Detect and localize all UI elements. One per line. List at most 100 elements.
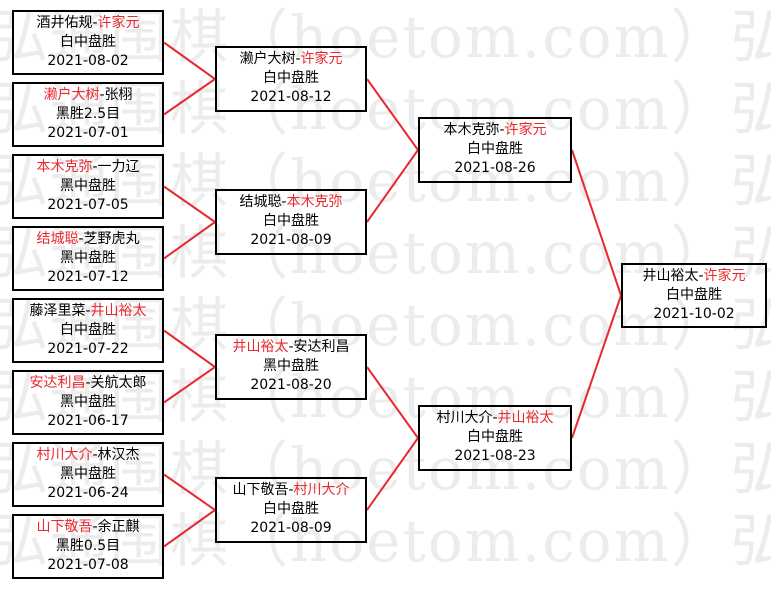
match-date: 2021-10-02 bbox=[653, 306, 735, 322]
match-box: 山下敬吾-余正麒黑胜0.5目 2021-07-08 bbox=[12, 514, 164, 579]
match-date: 2021-08-02 bbox=[47, 53, 129, 69]
match-result: 黑中盘胜 bbox=[263, 358, 319, 374]
match-players: 安达利昌-关航太郎 bbox=[14, 374, 162, 393]
bracket-connector bbox=[163, 509, 216, 548]
bracket-connector bbox=[366, 149, 419, 223]
player-black: 本木克弥 bbox=[443, 122, 500, 138]
match-result: 黑中盘胜 bbox=[60, 394, 116, 410]
player-white: 本木克弥 bbox=[286, 194, 343, 210]
match-date: 2021-06-17 bbox=[47, 413, 129, 429]
player-black: 结城聪 bbox=[36, 231, 79, 247]
match-players: 濑户大树-张栩 bbox=[14, 86, 162, 105]
player-white: 安达利昌 bbox=[293, 339, 350, 355]
match-players: 濑户大树-许家元 bbox=[217, 50, 365, 69]
match-date: 2021-07-08 bbox=[47, 557, 129, 573]
bracket-connector bbox=[163, 473, 216, 511]
bracket-connector bbox=[366, 366, 419, 439]
match-date: 2021-07-05 bbox=[47, 197, 129, 213]
player-separator: - bbox=[698, 268, 704, 284]
player-black: 井山裕太 bbox=[642, 268, 699, 284]
match-result: 黑中盘胜 bbox=[60, 250, 116, 266]
player-black: 濑户大树 bbox=[239, 51, 296, 67]
match-result: 白中盘胜 bbox=[467, 141, 523, 157]
player-separator: - bbox=[92, 15, 98, 31]
match-box: 井山裕太-安达利昌黑中盘胜 2021-08-20 bbox=[215, 334, 367, 400]
player-white: 村川大介 bbox=[293, 482, 350, 498]
match-players: 山下敬吾-村川大介 bbox=[217, 481, 365, 500]
match-result: 白中盘胜 bbox=[666, 287, 722, 303]
player-white: 许家元 bbox=[703, 268, 746, 284]
player-separator: - bbox=[295, 51, 301, 67]
match-date: 2021-08-20 bbox=[250, 377, 332, 393]
match-players: 本木克弥-许家元 bbox=[420, 121, 570, 140]
bracket-connector bbox=[163, 366, 216, 404]
match-date: 2021-08-09 bbox=[250, 520, 332, 536]
player-separator: - bbox=[85, 303, 91, 319]
player-separator: - bbox=[85, 375, 91, 391]
match-result: 黑中盘胜 bbox=[60, 466, 116, 482]
match-date: 2021-08-26 bbox=[454, 160, 536, 176]
bracket-connector bbox=[163, 78, 216, 116]
player-separator: - bbox=[288, 339, 294, 355]
match-players: 本木克弥-一力辽 bbox=[14, 158, 162, 177]
match-result: 白中盘胜 bbox=[263, 501, 319, 517]
player-white: 许家元 bbox=[504, 122, 547, 138]
bracket-connector bbox=[163, 41, 216, 80]
bracket-connector bbox=[571, 295, 622, 439]
player-separator: - bbox=[499, 122, 505, 138]
player-black: 山下敬吾 bbox=[232, 482, 289, 498]
match-date: 2021-07-12 bbox=[47, 269, 129, 285]
player-separator: - bbox=[78, 231, 84, 247]
match-players: 结城聪-芝野虎丸 bbox=[14, 230, 162, 249]
match-players: 井山裕太-许家元 bbox=[623, 267, 765, 286]
bracket-connector bbox=[571, 149, 622, 296]
player-separator: - bbox=[92, 159, 98, 175]
player-black: 山下敬吾 bbox=[36, 519, 93, 535]
bracket-connector bbox=[163, 221, 216, 260]
player-black: 村川大介 bbox=[436, 410, 493, 426]
player-white: 一力辽 bbox=[97, 159, 140, 175]
player-black: 本木克弥 bbox=[36, 159, 93, 175]
match-date: 2021-08-12 bbox=[250, 89, 332, 105]
player-white: 林汉杰 bbox=[97, 447, 140, 463]
match-players: 结城聪-本木克弥 bbox=[217, 193, 365, 212]
player-white: 井山裕太 bbox=[497, 410, 554, 426]
player-separator: - bbox=[92, 519, 98, 535]
player-black: 井山裕太 bbox=[232, 339, 289, 355]
player-white: 关航太郎 bbox=[90, 375, 147, 391]
player-black: 结城聪 bbox=[239, 194, 282, 210]
player-black: 濑户大树 bbox=[43, 87, 100, 103]
player-separator: - bbox=[99, 87, 105, 103]
bracket-connector bbox=[163, 185, 216, 223]
player-black: 安达利昌 bbox=[29, 375, 86, 391]
player-white: 余正麒 bbox=[97, 519, 140, 535]
match-result: 白中盘胜 bbox=[60, 34, 116, 50]
match-result: 黑胜2.5目 bbox=[55, 106, 121, 122]
player-separator: - bbox=[288, 482, 294, 498]
player-white: 许家元 bbox=[300, 51, 343, 67]
match-result: 白中盘胜 bbox=[263, 213, 319, 229]
match-players: 村川大介-井山裕太 bbox=[420, 409, 570, 428]
match-result: 黑胜0.5目 bbox=[55, 538, 121, 554]
player-white: 井山裕太 bbox=[90, 303, 147, 319]
player-black: 藤泽里菜 bbox=[29, 303, 86, 319]
match-players: 村川大介-林汉杰 bbox=[14, 446, 162, 465]
player-black: 村川大介 bbox=[36, 447, 93, 463]
player-white: 芝野虎丸 bbox=[83, 231, 140, 247]
player-separator: - bbox=[281, 194, 287, 210]
match-result: 白中盘胜 bbox=[467, 429, 523, 445]
bracket-connector bbox=[366, 437, 419, 511]
match-date: 2021-08-23 bbox=[454, 448, 536, 464]
match-date: 2021-07-01 bbox=[47, 125, 129, 141]
match-result: 白中盘胜 bbox=[60, 322, 116, 338]
match-box: 村川大介-井山裕太白中盘胜 2021-08-23 bbox=[418, 405, 572, 471]
